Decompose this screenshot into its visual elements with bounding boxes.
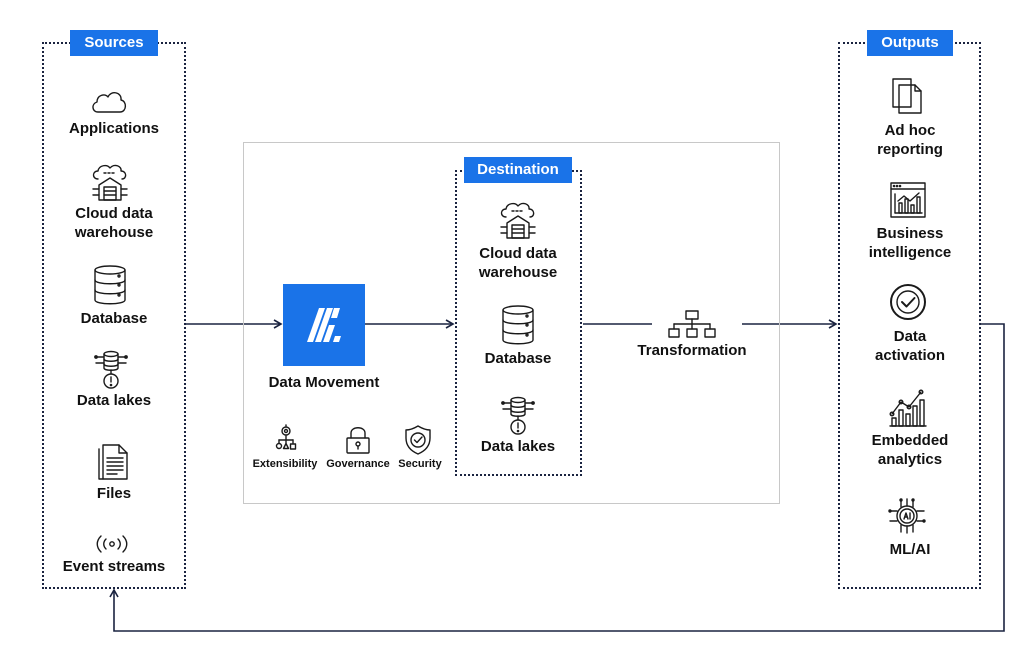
- sources-tag: Sources: [70, 30, 158, 56]
- destination-tag: Destination: [464, 157, 572, 183]
- destination-label-data-lakes: Data lakes: [480, 438, 556, 455]
- data-movement-logo: [283, 284, 365, 366]
- output-label-ad-hoc-reporting: Ad hoc reporting: [877, 122, 943, 158]
- data-lake-icon: [501, 396, 535, 436]
- check-circle-icon: [889, 283, 927, 321]
- cloud-warehouse-icon: [90, 163, 130, 203]
- source-label-data-lakes: Data lakes: [76, 392, 152, 409]
- files-icon: [97, 443, 129, 481]
- outputs-tag: Outputs: [867, 30, 953, 56]
- data-lake-icon: [94, 350, 128, 390]
- event-stream-icon: [93, 534, 131, 554]
- hierarchy-icon: [668, 310, 716, 338]
- destination-label-cloud-data-warehouse: Cloud data warehouse: [478, 245, 558, 281]
- feature-label-extensibility: Extensibility: [252, 458, 318, 470]
- shield-check-icon: [404, 424, 432, 456]
- extensibility-icon: [275, 424, 297, 453]
- ai-chip-icon: [888, 497, 926, 535]
- database-icon: [501, 305, 535, 345]
- feature-label-governance: Governance: [326, 458, 390, 470]
- database-icon: [93, 265, 127, 305]
- documents-icon: [891, 77, 923, 115]
- source-label-files: Files: [96, 485, 132, 502]
- cloud-icon: [89, 87, 129, 115]
- pipeline-panel: [243, 142, 780, 504]
- output-label-data-activation: Data activation: [874, 328, 946, 364]
- output-label-embedded-analytics: Embedded analytics: [871, 432, 949, 468]
- feature-label-security: Security: [398, 458, 442, 470]
- output-label-business-intelligence: Business intelligence: [868, 225, 952, 261]
- output-label-ml-ai: ML/AI: [889, 541, 931, 558]
- source-label-applications: Applications: [68, 120, 159, 137]
- destination-label-database: Database: [484, 350, 552, 367]
- lock-icon: [345, 425, 371, 455]
- dashboard-chart-icon: [889, 181, 927, 219]
- feedback-loop-line: [109, 323, 1005, 632]
- transformation-label: Transformation: [637, 342, 747, 359]
- source-label-event-streams: Event streams: [62, 558, 166, 575]
- bar-line-chart-icon: [889, 388, 927, 428]
- source-label-cloud-data-warehouse: Cloud data warehouse: [74, 205, 154, 241]
- data-movement-label: Data Movement: [268, 374, 380, 391]
- cloud-warehouse-icon: [498, 201, 538, 241]
- source-label-database: Database: [80, 310, 148, 327]
